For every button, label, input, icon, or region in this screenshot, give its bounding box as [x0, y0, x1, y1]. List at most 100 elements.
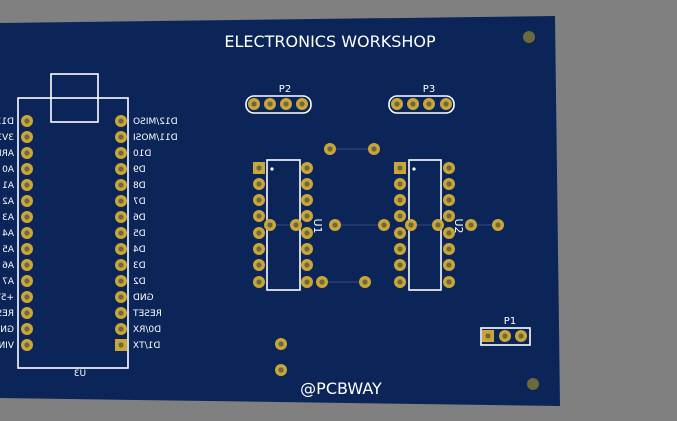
pad: [465, 219, 477, 231]
u3-pin: [115, 227, 127, 239]
u3-pin: [115, 339, 127, 351]
u1-pin: [301, 243, 313, 255]
pad: [275, 338, 287, 350]
u3-pin: [21, 195, 33, 207]
u2-pin: [394, 243, 406, 255]
p3-label: P3: [423, 84, 435, 95]
u2-pin: [443, 210, 455, 222]
pad: [368, 143, 380, 155]
board-title: ELECTRONICS WORKSHOP: [224, 32, 436, 51]
u3-right-pin-label: D6: [133, 213, 146, 223]
u3-pin: [21, 291, 33, 303]
u1-pin: [301, 259, 313, 271]
u3-label: U3: [74, 369, 86, 379]
u2-pin: [443, 276, 455, 288]
u3-left-pin-label: AREF: [0, 149, 14, 159]
u3-left-pin-label: 3V3: [0, 133, 14, 143]
u3-pin: [115, 275, 127, 287]
u1-pin: [253, 178, 265, 190]
p2-outline: [245, 95, 312, 114]
u2-pin: [394, 162, 406, 174]
pad: [329, 219, 341, 231]
u3-pin: [115, 259, 127, 271]
u3-pin: [115, 131, 127, 143]
u3-pin: [115, 243, 127, 255]
p1-pin: [482, 330, 494, 342]
u2-pin: [394, 194, 406, 206]
u3-left-pin-label: +5V: [0, 293, 14, 303]
u3-right-pin-label: D0/RX: [133, 325, 161, 335]
pad: [264, 219, 276, 231]
u3-left-pin-label: VIN: [0, 341, 14, 351]
u1-pin: [301, 276, 313, 288]
u3-pin: [115, 115, 127, 127]
u3-right-pin-label: RESET: [133, 309, 162, 319]
u3-left-pin-label: A0: [2, 165, 14, 175]
u1-pin: [253, 227, 265, 239]
u3-pin: [21, 179, 33, 191]
u3-pin: [21, 163, 33, 175]
pad: [316, 276, 328, 288]
u3-pin: [115, 147, 127, 159]
u2-pin: [443, 259, 455, 271]
u3-left-pin-label: A7: [2, 277, 14, 287]
u3-pin: [21, 323, 33, 335]
u3-right-pin-label: D2: [133, 277, 146, 287]
p1-label: P1: [504, 316, 516, 327]
u3-pin: [21, 307, 33, 319]
p1-pin: [499, 330, 511, 342]
u3-right-pin-label: D5: [133, 229, 146, 239]
pad: [290, 219, 302, 231]
u3-outline: [17, 97, 129, 369]
u3-pin: [115, 195, 127, 207]
pad: [405, 219, 417, 231]
u2-pin: [394, 227, 406, 239]
u2-pin: [443, 227, 455, 239]
u1-pin: [301, 210, 313, 222]
u3-left-pin-label: A5: [2, 245, 14, 255]
u3-right-pin-label: D12/MISO: [133, 117, 178, 127]
u3-right-pin-label: GND: [133, 293, 154, 303]
pad: [378, 219, 390, 231]
u2-pin: [443, 194, 455, 206]
mounting-hole: [527, 378, 539, 390]
u2-pin1-dot: [412, 167, 416, 171]
u1-pin: [253, 162, 265, 174]
pad: [492, 219, 504, 231]
u1-pin: [253, 276, 265, 288]
p2-pin: [248, 98, 260, 110]
u3-left-pin-label: GND: [0, 325, 14, 335]
u1-pin: [301, 178, 313, 190]
u3-right-pin-label: D8: [133, 181, 146, 191]
pad: [359, 276, 371, 288]
u3-right-pin-label: D1/TX: [133, 341, 160, 351]
p3-pin: [391, 98, 403, 110]
u3-pin: [21, 131, 33, 143]
u3-right-pin-label: D4: [133, 245, 146, 255]
pad: [432, 219, 444, 231]
u3-pin: [115, 323, 127, 335]
u2-pin: [394, 210, 406, 222]
u3-usb-outline: [50, 73, 99, 123]
u2-pin: [443, 243, 455, 255]
p2-pin: [296, 98, 308, 110]
u3-left-pin-label: RESET: [0, 309, 14, 319]
u3-pin: [21, 211, 33, 223]
u3-pin: [115, 163, 127, 175]
p3-pin: [440, 98, 452, 110]
u3-right-pin-label: D11/MOSI: [133, 133, 178, 143]
u1-pin: [253, 259, 265, 271]
u1-pin: [301, 194, 313, 206]
u3-right-pin-label: D7: [133, 197, 146, 207]
p2-label: P2: [279, 84, 291, 95]
u2-pin: [394, 178, 406, 190]
u3-pin: [21, 275, 33, 287]
u2-label: U2: [452, 218, 465, 233]
p1-pin: [515, 330, 527, 342]
u2-pin: [394, 259, 406, 271]
u3-left-pin-label: A6: [2, 261, 14, 271]
u1-pin: [301, 227, 313, 239]
u3-pin: [21, 115, 33, 127]
u1-pin: [253, 210, 265, 222]
